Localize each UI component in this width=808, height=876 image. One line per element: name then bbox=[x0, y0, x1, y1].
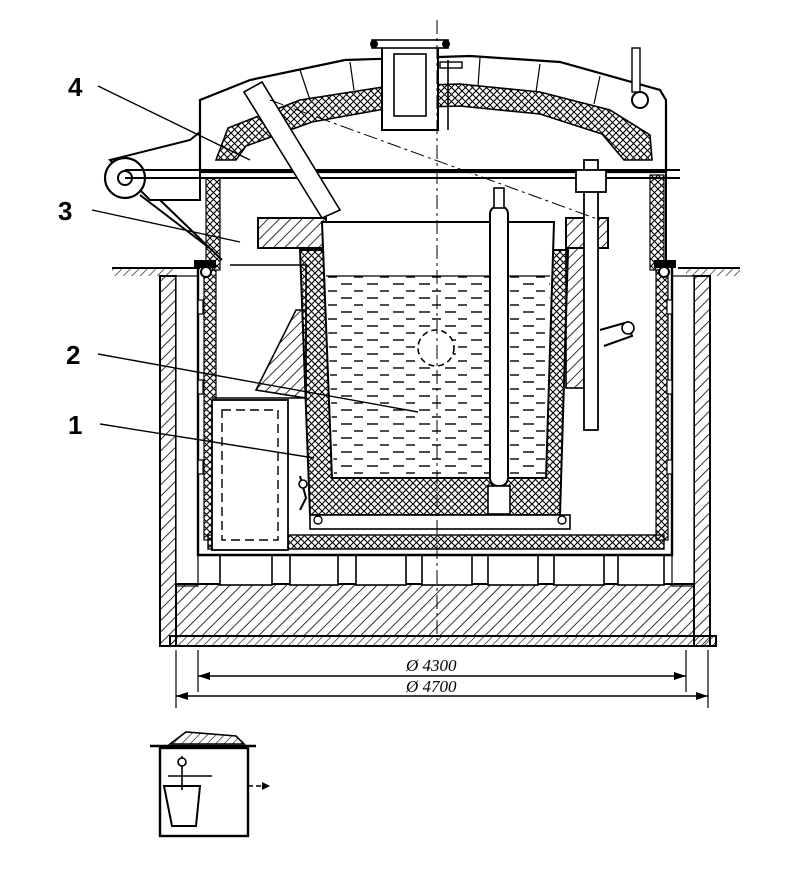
dimension-lines bbox=[175, 650, 709, 708]
callout-3: 3 bbox=[58, 196, 72, 226]
ground-pit bbox=[112, 267, 740, 647]
heating-element-block bbox=[211, 264, 307, 551]
dimension-inner-diameter: Ø 4300 bbox=[405, 656, 457, 675]
support-piers bbox=[219, 554, 665, 586]
callout-1: 1 bbox=[68, 410, 82, 440]
callout-2: 2 bbox=[66, 340, 80, 370]
dimension-outer-diameter: Ø 4700 bbox=[405, 677, 457, 696]
schematic-inset bbox=[150, 731, 270, 838]
callout-leaders bbox=[91, 85, 419, 459]
callout-4: 4 bbox=[68, 72, 83, 102]
crucible bbox=[257, 159, 635, 530]
centerlines bbox=[269, 20, 601, 640]
